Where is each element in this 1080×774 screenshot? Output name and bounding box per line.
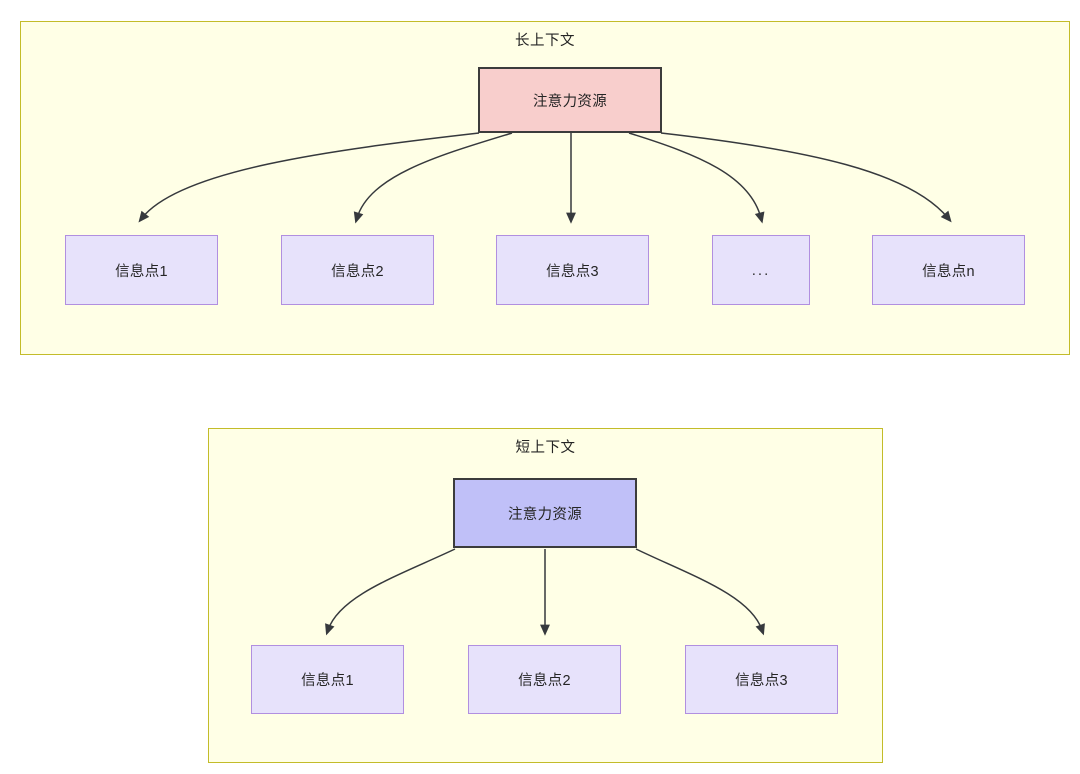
- node-info-point-1-long[interactable]: 信息点1: [65, 235, 218, 305]
- node-info-point-2-long[interactable]: 信息点2: [281, 235, 434, 305]
- node-info-point-1-short[interactable]: 信息点1: [251, 645, 404, 714]
- node-info-ellipsis-long[interactable]: ...: [712, 235, 810, 305]
- node-attention-resource-long[interactable]: 注意力资源: [478, 67, 662, 133]
- node-info-point-n-long[interactable]: 信息点n: [872, 235, 1025, 305]
- node-info-point-2-short[interactable]: 信息点2: [468, 645, 621, 714]
- node-info-point-3-short[interactable]: 信息点3: [685, 645, 838, 714]
- node-attention-resource-short[interactable]: 注意力资源: [453, 478, 637, 548]
- panel-long-context-title: 长上下文: [515, 33, 575, 49]
- panel-short-context-title: 短上下文: [515, 440, 576, 456]
- node-info-point-3-long[interactable]: 信息点3: [496, 235, 649, 305]
